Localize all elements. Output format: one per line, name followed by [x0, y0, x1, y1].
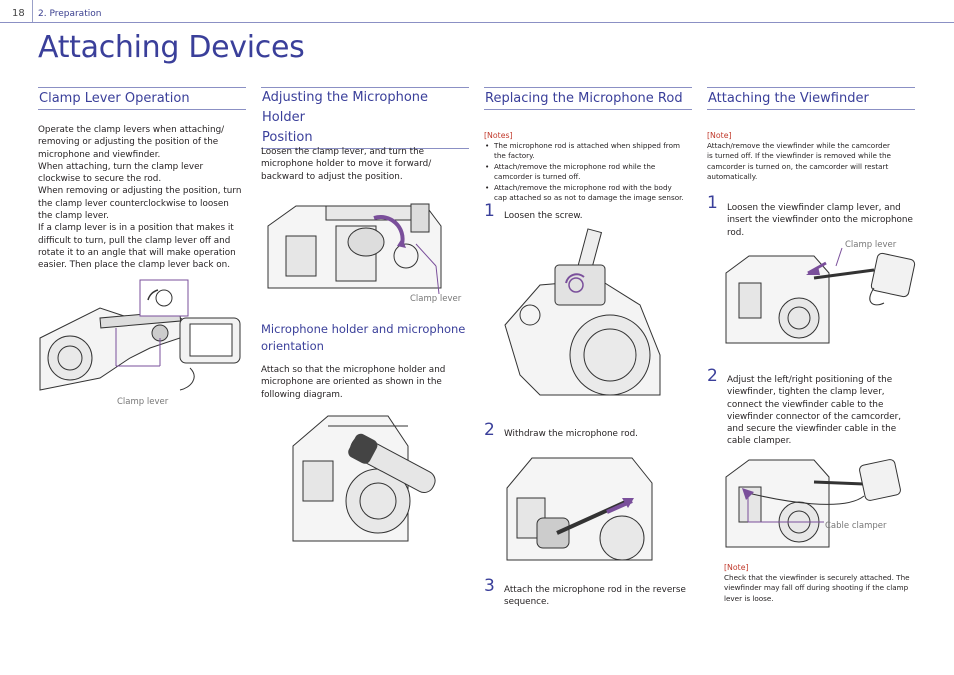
- col4-step2-line: cable clamper.: [727, 436, 792, 447]
- col2-figure-caption: Clamp lever: [410, 294, 462, 304]
- col2-sub-body: Attach so that the microphone holder and…: [261, 364, 473, 401]
- col4-note2-line: Check that the viewfinder is securely at…: [724, 573, 910, 582]
- col1-line: rotate it to an angle that will make ope…: [38, 247, 236, 258]
- col4-note2-line: viewfinder may fall off during shooting …: [724, 583, 909, 593]
- col3-note-item: Attach/remove the microphone rod while t…: [484, 162, 696, 183]
- header-divider: [32, 0, 33, 22]
- mic-orientation-figure: [292, 415, 436, 542]
- col1-line: When attaching, turn the clamp lever: [38, 161, 204, 172]
- col1-heading: Clamp Lever Operation: [38, 87, 246, 110]
- col3-step3-line: Attach the microphone rod in the reverse: [504, 585, 686, 595]
- col1-line: the clamp lever.: [38, 211, 109, 222]
- col2-subheading: Microphone holder and microphone orienta…: [261, 321, 473, 355]
- col1-line: the clamp lever counterclockwise to loos…: [38, 198, 229, 209]
- col4-heading: Attaching the Viewfinder: [707, 87, 915, 110]
- col3-step3-line: sequence.: [504, 597, 550, 608]
- col2-line: backward to adjust the position.: [261, 171, 403, 182]
- col2-line: Loosen the clamp lever, and turn the: [261, 147, 425, 157]
- mic-holder-figure: [267, 203, 442, 295]
- col2-sub-line: Attach so that the microphone holder and: [261, 365, 446, 375]
- col4-figure1-caption: Clamp lever: [845, 240, 897, 250]
- loosen-screw-figure: [504, 228, 661, 396]
- col4-note-label: [Note]: [707, 131, 732, 140]
- col4-note-line: automatically.: [707, 172, 758, 182]
- col3-notes-list: The microphone rod is attached when ship…: [484, 141, 696, 203]
- col4-step2-line: connect the viewfinder cable to the: [727, 399, 884, 410]
- col4-step1-text: Loosen the viewfinder clamp lever, and i…: [727, 202, 927, 239]
- col1-line: clockwise to secure the rod.: [38, 174, 162, 185]
- col2-heading: Adjusting the Microphone Holder Position: [261, 87, 469, 149]
- col4-step2-line: and secure the viewfinder cable in the: [727, 424, 897, 435]
- col1-line: When removing or adjusting the position,…: [38, 186, 242, 197]
- header-rule: [0, 22, 954, 23]
- col4-step2-line: viewfinder connector of the camcorder,: [727, 411, 902, 422]
- col3-step3-number: 3: [484, 576, 495, 596]
- section-label: 2. Preparation: [38, 9, 102, 19]
- col3-notes-label: [Notes]: [484, 131, 513, 140]
- col1-body: Operate the clamp levers when attaching/…: [38, 124, 250, 272]
- col4-note2-line: lever is loose.: [724, 593, 774, 603]
- col3-note-item: Attach/remove the microphone rod with th…: [484, 183, 696, 204]
- col2-subheading-line: orientation: [261, 339, 324, 353]
- col2-heading-line: Adjusting the Microphone Holder: [262, 90, 429, 125]
- col4-note2-label: [Note]: [724, 563, 749, 572]
- col3-note-item: The microphone rod is attached when ship…: [484, 141, 696, 162]
- page-title: Attaching Devices: [38, 30, 305, 65]
- clamp-lever-figure: [39, 279, 241, 391]
- col4-figure2-caption: Cable clamper: [825, 521, 887, 531]
- col3-step3-text: Attach the microphone rod in the reverse…: [504, 584, 704, 609]
- col1-line: If a clamp lever is in a position that m…: [38, 223, 234, 234]
- col4-step2-line: Adjust the left/right positioning of the: [727, 375, 893, 385]
- col1-line: removing or adjusting the position of th…: [38, 137, 219, 148]
- col4-step1-line: insert the viewfinder onto the microphon…: [727, 215, 913, 226]
- col1-line: easier. Then place the clamp lever back …: [38, 260, 231, 271]
- col3-heading: Replacing the Microphone Rod: [484, 87, 692, 110]
- page-number: 18: [12, 8, 25, 19]
- col2-sub-line: following diagram.: [261, 389, 343, 400]
- secure-cable-figure: [725, 459, 901, 548]
- col4-step2-text: Adjust the left/right positioning of the…: [727, 374, 927, 448]
- col3-step2-text: Withdraw the microphone rod.: [504, 429, 638, 439]
- col4-note-line: camcorder is turned on, the camcorder wi…: [707, 161, 889, 171]
- col2-sub-line: microphone are oriented as shown in the: [261, 377, 442, 388]
- col3-step1-number: 1: [484, 201, 495, 221]
- col1-figure-caption: Clamp lever: [117, 397, 169, 407]
- col4-step1-line: rod.: [727, 227, 745, 238]
- col4-step2-number: 2: [707, 366, 718, 386]
- col4-note-line: is turned off. If the viewfinder is remo…: [707, 151, 891, 161]
- col4-step1-line: Loosen the viewfinder clamp lever, and: [727, 203, 901, 213]
- col1-line: Operate the clamp levers when attaching/: [38, 125, 225, 135]
- col4-note: Attach/remove the viewfinder while the c…: [707, 141, 922, 183]
- insert-viewfinder-figure: [725, 247, 916, 344]
- withdraw-rod-figure: [506, 457, 653, 561]
- col4-step1-number: 1: [707, 193, 718, 213]
- col4-note-line: Attach/remove the viewfinder while the c…: [707, 141, 890, 150]
- col2-subheading-line: Microphone holder and microphone: [261, 322, 466, 336]
- col4-step2-line: viewfinder, tighten the clamp lever,: [727, 387, 885, 398]
- col4-note2: Check that the viewfinder is securely at…: [724, 573, 929, 604]
- col3-step2-number: 2: [484, 420, 495, 440]
- col2-body: Loosen the clamp lever, and turn the mic…: [261, 146, 473, 183]
- col1-line: difficult to turn, pull the clamp lever …: [38, 235, 231, 246]
- col2-line: microphone holder to move it forward/: [261, 159, 432, 170]
- col2-heading-line: Position: [262, 130, 313, 145]
- col1-line: microphone and viewfinder.: [38, 149, 161, 160]
- col3-step1-text: Loosen the screw.: [504, 211, 583, 221]
